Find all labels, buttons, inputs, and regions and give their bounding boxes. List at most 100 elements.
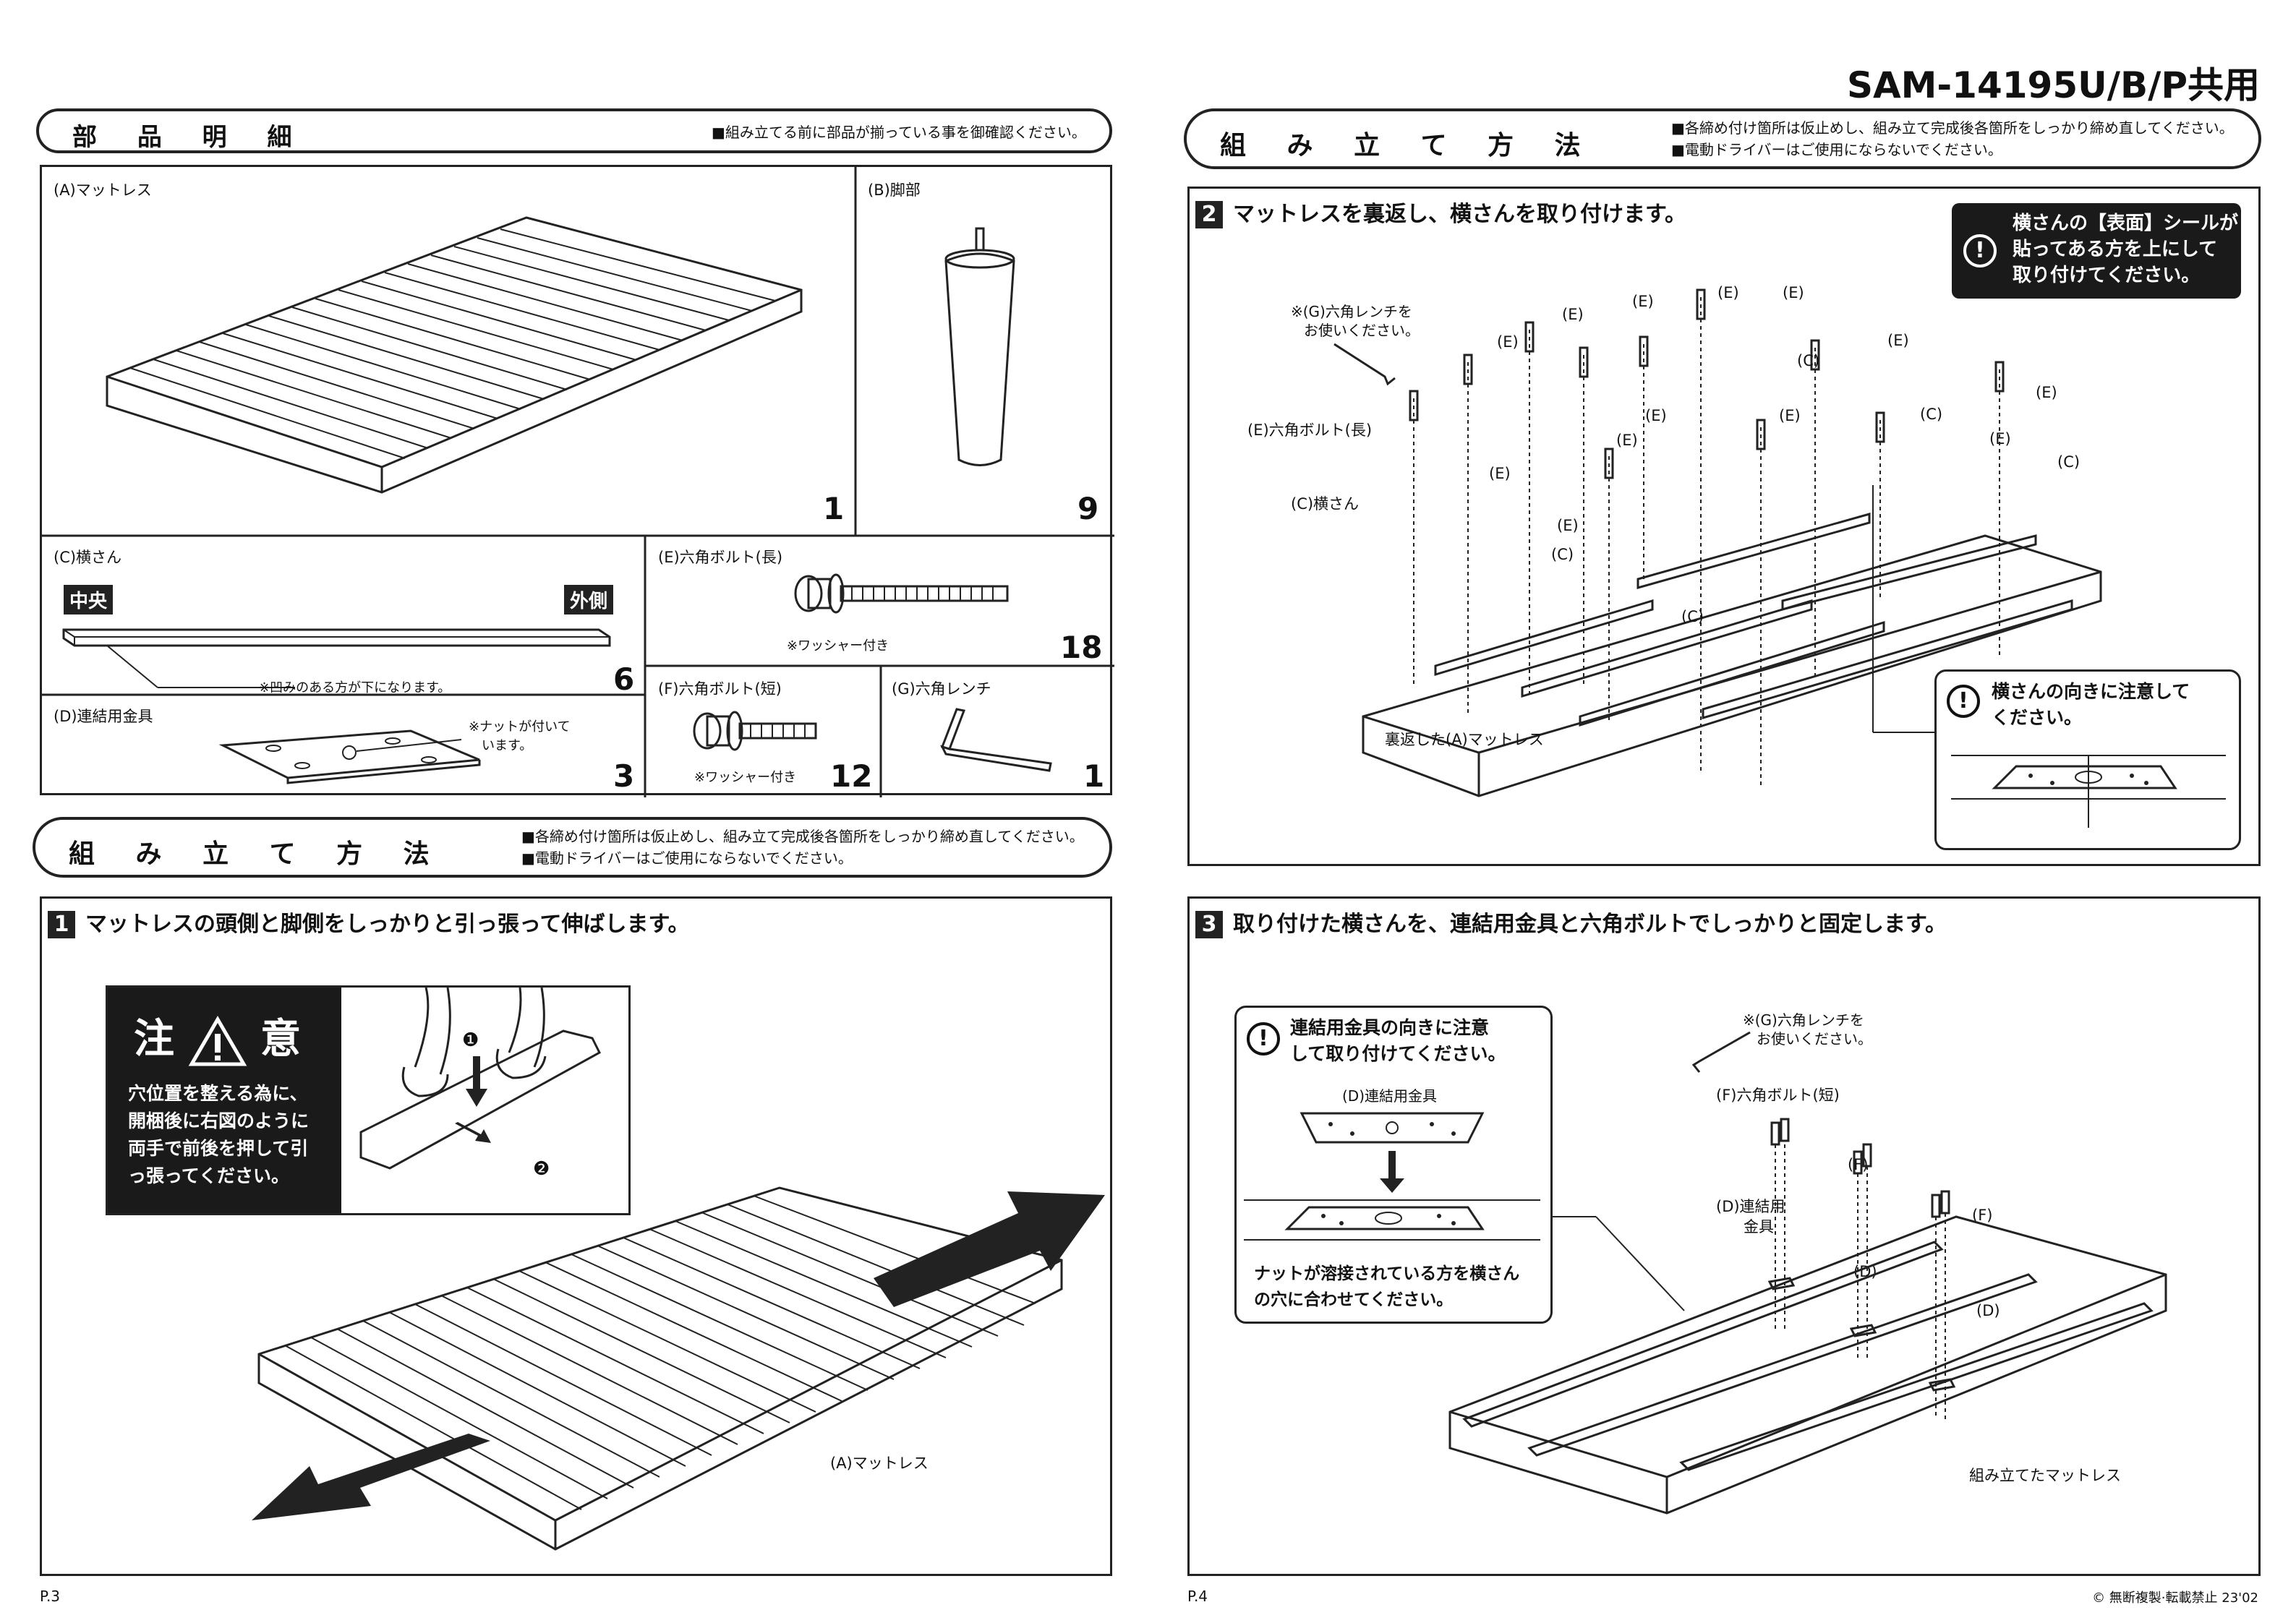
step2-title-text: マットレスを裏返し、横さんを取り付けます。 bbox=[1233, 202, 1686, 227]
caution-heading-left: 注 bbox=[134, 1016, 174, 1063]
step2-wrench-note-2: お使いください。 bbox=[1304, 322, 1420, 339]
rail-direction-line: 横さんの向きに注意して bbox=[1992, 681, 2190, 702]
warning-triangle-icon bbox=[188, 1015, 247, 1066]
step2-wrench-note-1: ※(G)六角レンチを bbox=[1291, 303, 1412, 320]
surface-sticker-line: 横さんの【表面】シールが bbox=[2013, 213, 2239, 234]
caution-dark-panel: 注 意 穴位置を整える為に、 開梱後に右図のように 両手で前後を押して引 っ張っ… bbox=[108, 988, 341, 1213]
surface-sticker-text: 横さんの【表面】シールが 貼ってある方を上にして 取り付けてください。 bbox=[2013, 210, 2238, 288]
exclamation-icon: ! bbox=[1947, 685, 1980, 718]
bracket-orientation-diagram bbox=[1244, 1112, 1540, 1241]
e-tag: (E) bbox=[1779, 407, 1801, 424]
f-tag: (F) bbox=[1848, 1156, 1869, 1173]
step3-finished-label: 組み立てたマットレス bbox=[1969, 1467, 2121, 1484]
step1-title-text: マットレスの頭側と脚側をしっかりと引っ張って伸ばします。 bbox=[85, 912, 690, 937]
marker-2: ❷ bbox=[533, 1158, 550, 1180]
c-tag: (C) bbox=[1797, 352, 1820, 369]
bracket-callout-bottom-line: の穴に合わせてください。 bbox=[1254, 1290, 1454, 1309]
rail-direction-diagram bbox=[1951, 755, 2226, 828]
exclamation-icon: ! bbox=[1247, 1022, 1280, 1055]
bolt-short-illustration bbox=[693, 711, 817, 751]
part-c-note: ※凹みのある方が下になります。 bbox=[259, 680, 451, 695]
caution-text-line: 穴位置を整える為に、 bbox=[128, 1083, 308, 1104]
part-b-qty: 9 bbox=[1077, 491, 1099, 526]
part-a-label: (A)マットレス bbox=[54, 181, 152, 199]
part-f-label: (F)六角ボルト(短) bbox=[658, 680, 782, 698]
step2-mattress-label: 裏返した(A)マットレス bbox=[1385, 731, 1544, 748]
bracket-label-2: 金具 bbox=[1744, 1218, 1774, 1236]
surface-sticker-note: ! 横さんの【表面】シールが 貼ってある方を上にして 取り付けてください。 bbox=[1952, 203, 2241, 299]
rail-illustration bbox=[62, 628, 611, 688]
step3-callout-leader bbox=[1553, 1216, 1685, 1311]
e-tag: (E) bbox=[1645, 407, 1667, 424]
caution-text-line: 開梱後に右図のように bbox=[128, 1110, 310, 1131]
assembly-left-header: 組 み 立 て 方 法 ■各締め付け箇所は仮止めし、組み立て完成後各箇所をしっか… bbox=[33, 817, 1112, 878]
arrow-right-icon bbox=[874, 1191, 1105, 1307]
step2-rail-label: (C)横さん bbox=[1291, 495, 1360, 513]
bracket-callout-line: 連結用金具の向きに注意 bbox=[1290, 1017, 1490, 1038]
model-title: SAM-14195U/B/P共用 bbox=[1846, 64, 2260, 106]
e-tag: (E) bbox=[1557, 517, 1579, 534]
part-a-qty: 1 bbox=[823, 491, 845, 526]
e-tag: (E) bbox=[2036, 384, 2057, 401]
bracket-label-1: (D)連結用 bbox=[1716, 1198, 1785, 1215]
caution-heading-right: 意 bbox=[260, 1016, 301, 1063]
mattress-illustration bbox=[106, 216, 803, 494]
step2-wrench-icon bbox=[1333, 343, 1396, 386]
parts-section-header: 部 品 明 細 ■組み立てる前に部品が揃っている事を御確認ください。 bbox=[36, 108, 1112, 153]
caution-text-line: っ張ってください。 bbox=[128, 1165, 290, 1186]
assembly-left-title: 組 み 立 て 方 法 bbox=[69, 839, 445, 869]
caution-text: 穴位置を整える為に、 開梱後に右図のように 両手で前後を押して引 っ張ってくださ… bbox=[128, 1080, 309, 1190]
parts-table: (A)マットレス 1 (B)脚部 9 bbox=[40, 165, 1114, 797]
part-f-qty: 12 bbox=[830, 758, 873, 794]
parts-section-note: ■組み立てる前に部品が揃っている事を御確認ください。 bbox=[712, 124, 1086, 141]
arrow-left-icon bbox=[252, 1434, 490, 1520]
caution-heading: 注 意 bbox=[134, 1006, 301, 1067]
step3-title-text: 取り付けた横さんを、連結用金具と六角ボルトでしっかりと固定します。 bbox=[1233, 912, 1947, 937]
rail-direction-text: 横さんの向きに注意して ください。 bbox=[1992, 679, 2190, 731]
e-tag: (E) bbox=[1989, 430, 2011, 447]
caution-text-line: 両手で前後を押して引 bbox=[128, 1138, 309, 1159]
part-c-center-tag: 中央 bbox=[64, 585, 114, 614]
bracket-callout-heading: 連結用金具の向きに注意 して取り付けてください。 bbox=[1290, 1015, 1506, 1067]
part-g-label: (G)六角レンチ bbox=[892, 680, 991, 698]
surface-sticker-line: 貼ってある方を上にして bbox=[2013, 239, 2218, 260]
bracket-callout-bottom: ナットが溶接されている方を横さん の穴に合わせてください。 bbox=[1254, 1261, 1519, 1313]
part-d-qty: 3 bbox=[613, 758, 635, 794]
caution-box: 注 意 穴位置を整える為に、 開梱後に右図のように 両手で前後を押して引 っ張っ… bbox=[106, 985, 631, 1215]
surface-sticker-line: 取り付けてください。 bbox=[2013, 265, 2201, 286]
copyright: © 無断複製·転載禁止 23'02 bbox=[2092, 1590, 2258, 1606]
step2-assembly-diagram bbox=[1362, 288, 2102, 797]
e-tag: (E) bbox=[1497, 333, 1519, 351]
bracket-callout-bottom-line: ナットが溶接されている方を横さん bbox=[1254, 1264, 1520, 1283]
e-tag: (E) bbox=[1783, 284, 1804, 301]
step1-mattress-label: (A)マットレス bbox=[830, 1455, 929, 1472]
step3-wrench-note-2: お使いください。 bbox=[1757, 1030, 1872, 1048]
part-e-note: ※ワッシャー付き bbox=[787, 638, 889, 654]
part-g-qty: 1 bbox=[1083, 758, 1105, 794]
bracket-callout-part-label: (D)連結用金具 bbox=[1342, 1087, 1438, 1105]
hands-illustration bbox=[359, 987, 601, 1170]
e-tag: (E) bbox=[1887, 332, 1909, 349]
assembly-right-title: 組 み 立 て 方 法 bbox=[1220, 131, 1597, 160]
assembly-left-note-1: ■各締め付け箇所は仮止めし、組み立て完成後各箇所をしっかり締め直してください。 bbox=[521, 828, 1084, 845]
part-c-qty: 6 bbox=[613, 661, 635, 697]
step3-bolt-label: (F)六角ボルト(短) bbox=[1716, 1087, 1840, 1104]
step3-wrench-icon bbox=[1691, 1031, 1751, 1073]
rail-direction-line: ください。 bbox=[1992, 707, 2083, 728]
part-c-label: (C)横さん bbox=[54, 549, 122, 566]
c-tag: (C) bbox=[1920, 406, 1943, 423]
step2-callout-leader bbox=[1872, 485, 1935, 733]
assembly-right-note-2: ■電動ドライバーはご使用にならないでください。 bbox=[1671, 141, 2002, 158]
e-tag: (E) bbox=[1616, 432, 1638, 449]
mattress-stretch-illustration bbox=[257, 1186, 1063, 1551]
part-f-note: ※ワッシャー付き bbox=[694, 770, 797, 785]
part-e-qty: 18 bbox=[1060, 630, 1103, 665]
c-tag: (C) bbox=[1681, 608, 1704, 625]
wrench-illustration bbox=[940, 708, 1052, 772]
bracket-callout-line: して取り付けてください。 bbox=[1290, 1043, 1506, 1064]
leg-illustration bbox=[944, 227, 1015, 466]
